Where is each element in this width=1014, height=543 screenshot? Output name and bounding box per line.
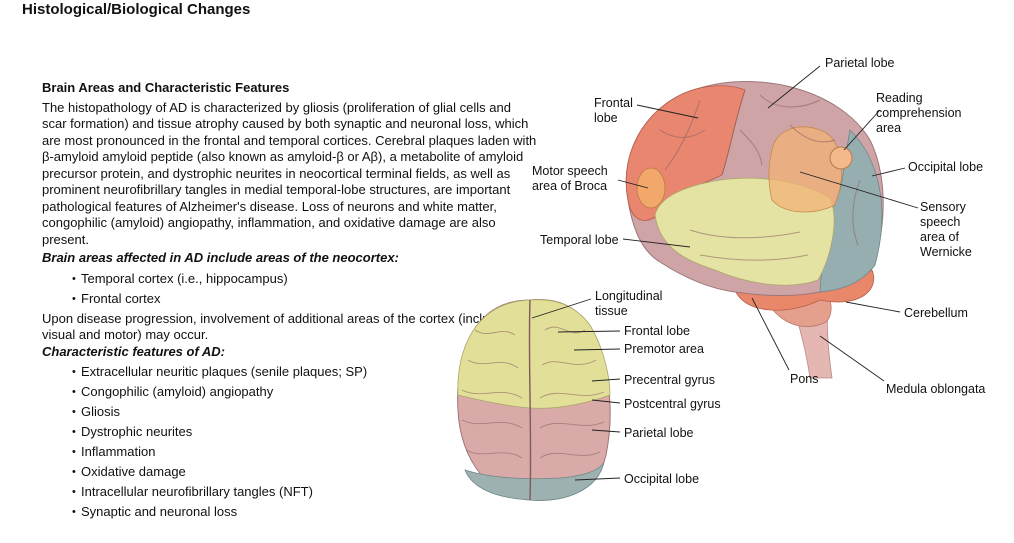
wernicke-area-shape	[768, 126, 842, 213]
affected-areas-list: Temporal cortex (i.e., hippocampus) Fron…	[42, 269, 538, 309]
section-heading: Brain Areas and Characteristic Features	[42, 80, 290, 95]
list-item: Congophilic (amyloid) angiopathy	[72, 382, 538, 402]
list-item: Dystrophic neurites	[72, 422, 538, 442]
list-item: Gliosis	[72, 402, 538, 422]
page-title: Histological/Biological Changes	[22, 1, 251, 18]
label-cerebellum: Cerebellum	[904, 306, 968, 320]
label-parietal-lobe: Parietal lobe	[825, 56, 895, 70]
list-item: Inflammation	[72, 442, 538, 462]
broca-area-shape	[636, 167, 666, 209]
label-broca-area: Motor speech area of Broca	[532, 164, 608, 193]
label-frontal-lobe: Frontal lobe	[594, 96, 633, 125]
leader-lines	[531, 65, 919, 481]
label-pons: Pons	[790, 372, 819, 386]
label-longitudinal-fissure: Longitudinal tissue	[595, 289, 663, 318]
lateral-gyri	[659, 89, 861, 261]
features-list: Extracellular neuritic plaques (senile p…	[42, 362, 538, 522]
list-item: Oxidative damage	[72, 462, 538, 482]
temporal-lobe-shape	[654, 177, 835, 286]
label-postcentral-gyrus: Postcentral gyrus	[624, 397, 721, 411]
list-item: Temporal cortex (i.e., hippocampus)	[72, 269, 538, 289]
label-precentral-gyrus: Precentral gyrus	[624, 373, 716, 387]
label-medulla-oblongata: Medula oblongata	[886, 382, 986, 396]
label-superior-parietal-lobe: Parietal lobe	[624, 426, 694, 440]
cerebrum-base	[625, 81, 884, 296]
list-item: Extracellular neuritic plaques (senile p…	[72, 362, 538, 382]
occipital-lobe-shape	[819, 129, 883, 293]
text-column: Brain Areas and Characteristic Features …	[42, 80, 538, 524]
medulla-shape	[791, 299, 833, 379]
label-wernicke-area: Sensory speech area of Wernicke	[920, 200, 972, 259]
reading-area-shape	[829, 146, 853, 170]
affected-areas-heading: Brain areas affected in AD include areas…	[42, 250, 399, 265]
list-item: Frontal cortex	[72, 289, 538, 309]
intro-paragraph: The histopathology of AD is characterize…	[42, 99, 537, 247]
label-reading-comprehension: Reading comprehension area	[876, 91, 962, 135]
list-item: Intracellular neurofibrillary tangles (N…	[72, 482, 538, 502]
frontal-lobe-shape	[625, 85, 746, 221]
list-item: Synaptic and neuronal loss	[72, 502, 538, 522]
progression-paragraph: Upon disease progression, involvement of…	[42, 310, 514, 343]
features-heading: Characteristic features of AD:	[42, 343, 226, 359]
label-superior-occipital-lobe: Occipital lobe	[624, 472, 700, 486]
cerebellum-shape	[734, 269, 874, 311]
label-temporal-lobe: Temporal lobe	[540, 233, 619, 247]
label-occipital-lobe: Occipital lobe	[908, 160, 984, 174]
label-premotor-area: Premotor area	[624, 342, 704, 356]
pons-shape	[759, 284, 832, 327]
label-superior-frontal-lobe: Frontal lobe	[624, 324, 691, 338]
